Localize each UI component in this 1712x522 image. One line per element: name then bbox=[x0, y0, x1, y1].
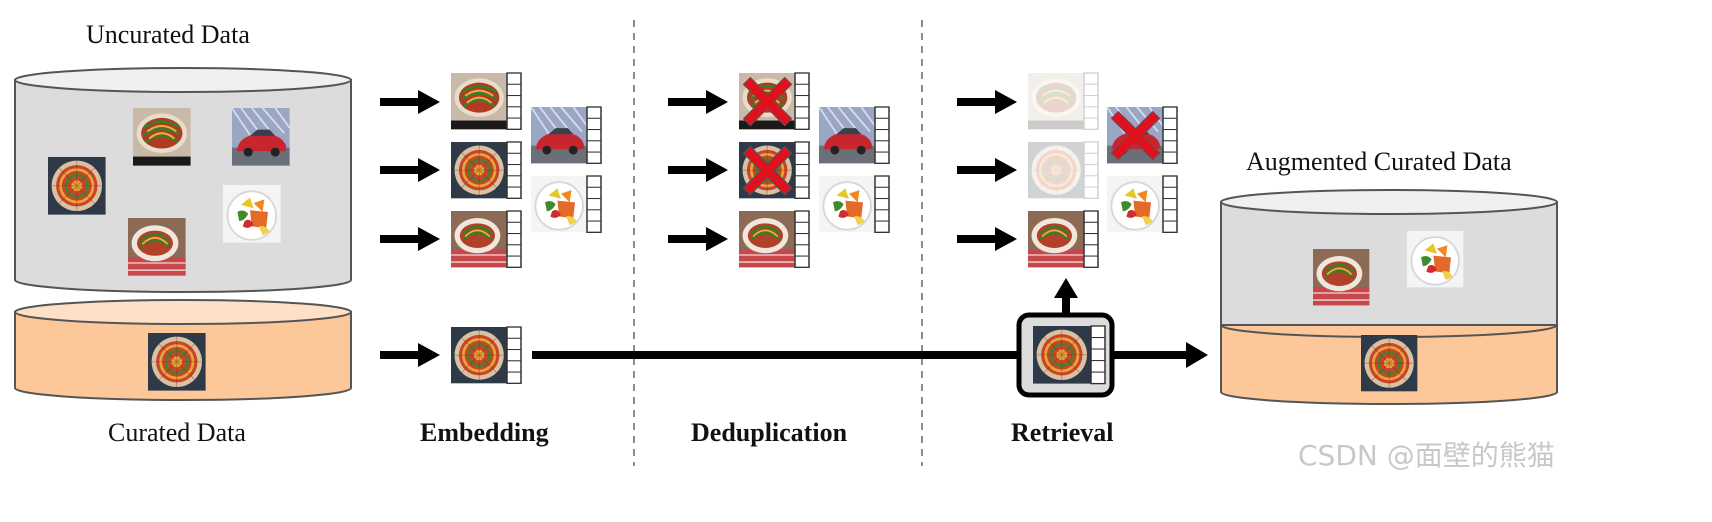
augmented-image-ratatouille-round bbox=[1359, 333, 1419, 393]
curated-image-ratatouille-round bbox=[146, 331, 207, 392]
dedup-item-ratatouille-dish bbox=[737, 209, 797, 269]
arrow-right-icon bbox=[668, 227, 728, 251]
embedding-item-salad bbox=[530, 175, 589, 234]
uncurated-image-ratatouille-round bbox=[46, 155, 107, 216]
arrow-right-icon bbox=[957, 158, 1017, 182]
embedding-vector-icon bbox=[874, 106, 890, 165]
arrow-right-icon bbox=[380, 90, 440, 114]
retrieval-faded-item-spiral bbox=[1026, 71, 1099, 131]
arrow-right-icon bbox=[380, 227, 440, 251]
augmented-curated-data-label: Augmented Curated Data bbox=[1246, 147, 1512, 176]
retrieval-query-box bbox=[1016, 312, 1115, 398]
dedup-item-salad bbox=[818, 175, 877, 234]
embedding-vector-icon bbox=[506, 141, 522, 200]
query-line bbox=[532, 351, 1020, 359]
arrow-right-icon bbox=[957, 90, 1017, 114]
arrow-right-icon bbox=[668, 90, 728, 114]
embedding-vector-icon bbox=[874, 175, 890, 234]
embedding-vector-icon bbox=[794, 210, 810, 269]
uncurated-image-salad bbox=[222, 184, 282, 244]
retrieval-item-ratatouille-dish bbox=[1026, 209, 1086, 269]
embedding-vector-icon bbox=[1083, 210, 1099, 269]
embedding-vector-icon bbox=[1162, 175, 1178, 234]
embedding-item-curated-round bbox=[449, 325, 509, 385]
uncurated-image-car bbox=[231, 107, 291, 167]
embedding-item-ratatouille-dish bbox=[449, 209, 509, 269]
curated-data-label: Curated Data bbox=[108, 418, 246, 447]
arrow-right-icon bbox=[668, 158, 728, 182]
stage-label-retrieval: Retrieval bbox=[1011, 418, 1114, 447]
arrow-right-icon bbox=[380, 158, 440, 182]
watermark: CSDN @面壁的熊猫 bbox=[1298, 439, 1555, 472]
uncurated-image-ratatouille-spiral bbox=[131, 106, 192, 167]
dedup-item-car bbox=[818, 106, 877, 165]
embedding-item-ratatouille-round bbox=[449, 140, 509, 200]
arrow-right-icon bbox=[1112, 342, 1208, 368]
stage-label-embedding: Embedding bbox=[420, 418, 549, 447]
embedding-vector-icon bbox=[506, 72, 522, 131]
arrow-up-icon bbox=[1054, 278, 1078, 315]
arrow-right-icon bbox=[957, 227, 1017, 251]
embedding-item-ratatouille-spiral bbox=[449, 71, 509, 131]
embedding-vector-icon bbox=[794, 72, 810, 131]
embedding-item-car bbox=[530, 106, 589, 165]
uncurated-image-ratatouille-dish bbox=[126, 216, 187, 277]
embedding-vector-icon bbox=[586, 175, 602, 234]
embedding-vector-icon bbox=[794, 141, 810, 200]
retrieval-faded-item-round bbox=[1026, 140, 1099, 200]
augmented-image-salad bbox=[1406, 230, 1465, 289]
augmented-image-ratatouille-dish bbox=[1311, 247, 1371, 307]
embedding-vector-icon bbox=[506, 210, 522, 269]
embedding-vector-icon bbox=[506, 326, 522, 385]
arrow-right-icon bbox=[380, 343, 440, 367]
uncurated-data-label: Uncurated Data bbox=[86, 20, 250, 49]
stage-label-deduplication: Deduplication bbox=[691, 418, 848, 447]
embedding-vector-icon bbox=[586, 106, 602, 165]
retrieval-item-salad bbox=[1106, 175, 1165, 234]
embedding-vector-icon bbox=[1162, 106, 1178, 165]
